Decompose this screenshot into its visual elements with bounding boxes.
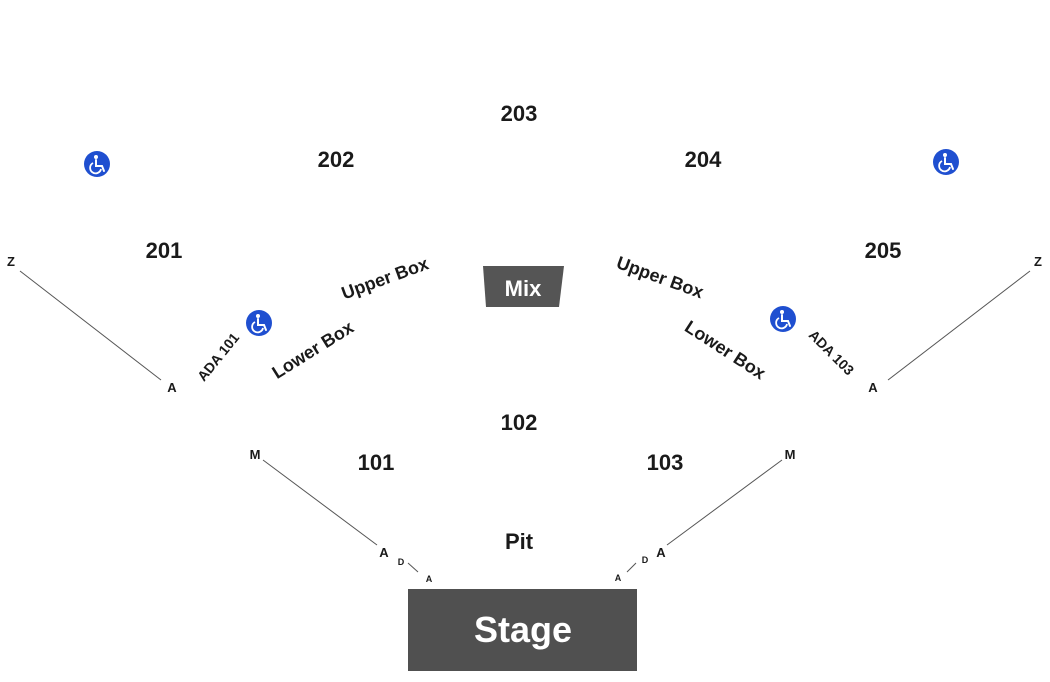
row-label-d-right: D	[642, 555, 649, 565]
row-label-a-left: A	[167, 380, 177, 395]
row-label-a2-right: A	[615, 573, 622, 583]
row-label-m-right: M	[785, 447, 796, 462]
row-label-z-right: Z	[1034, 254, 1042, 269]
wheelchair-icon	[83, 150, 111, 178]
lower-box-right[interactable]: Lower Box	[681, 317, 769, 384]
row-line-upper-right	[887, 270, 1031, 381]
row-label-a-lower-left: A	[379, 545, 389, 560]
section-204[interactable]: 204	[685, 147, 722, 172]
stage	[408, 589, 637, 671]
section-103[interactable]: 103	[647, 450, 684, 475]
row-label-m-left: M	[250, 447, 261, 462]
row-label-a-right: A	[868, 380, 878, 395]
section-205[interactable]: 205	[865, 238, 902, 263]
row-label-a2-left: A	[426, 574, 433, 584]
lower-box-left[interactable]: Lower Box	[269, 317, 358, 383]
wheelchair-icon	[769, 305, 797, 333]
section-101[interactable]: 101	[358, 450, 395, 475]
section-201[interactable]: 201	[146, 238, 183, 263]
wheelchair-icon	[932, 148, 960, 176]
row-label-a-lower-right: A	[656, 545, 666, 560]
row-line-lower-left-short	[407, 562, 419, 573]
row-label-d-left: D	[398, 557, 405, 567]
wheelchair-icon	[245, 309, 273, 337]
stage-label: Stage	[474, 609, 572, 650]
section-102[interactable]: 102	[501, 410, 538, 435]
upper-box-right[interactable]: Upper Box	[614, 252, 706, 302]
upper-box-left[interactable]: Upper Box	[339, 253, 431, 303]
row-label-z-left: Z	[7, 254, 15, 269]
row-line-lower-right	[666, 459, 783, 546]
mix-booth	[483, 266, 564, 307]
ada-103-label[interactable]: ADA 103	[806, 327, 858, 379]
row-line-upper-left	[19, 270, 162, 381]
section-pit[interactable]: Pit	[505, 529, 534, 554]
mix-label: Mix	[505, 276, 542, 301]
ada-101-label[interactable]: ADA 101	[194, 329, 242, 384]
row-line-lower-right-short	[626, 562, 637, 573]
section-203[interactable]: 203	[501, 101, 538, 126]
row-line-lower-left	[262, 459, 378, 546]
section-202[interactable]: 202	[318, 147, 355, 172]
